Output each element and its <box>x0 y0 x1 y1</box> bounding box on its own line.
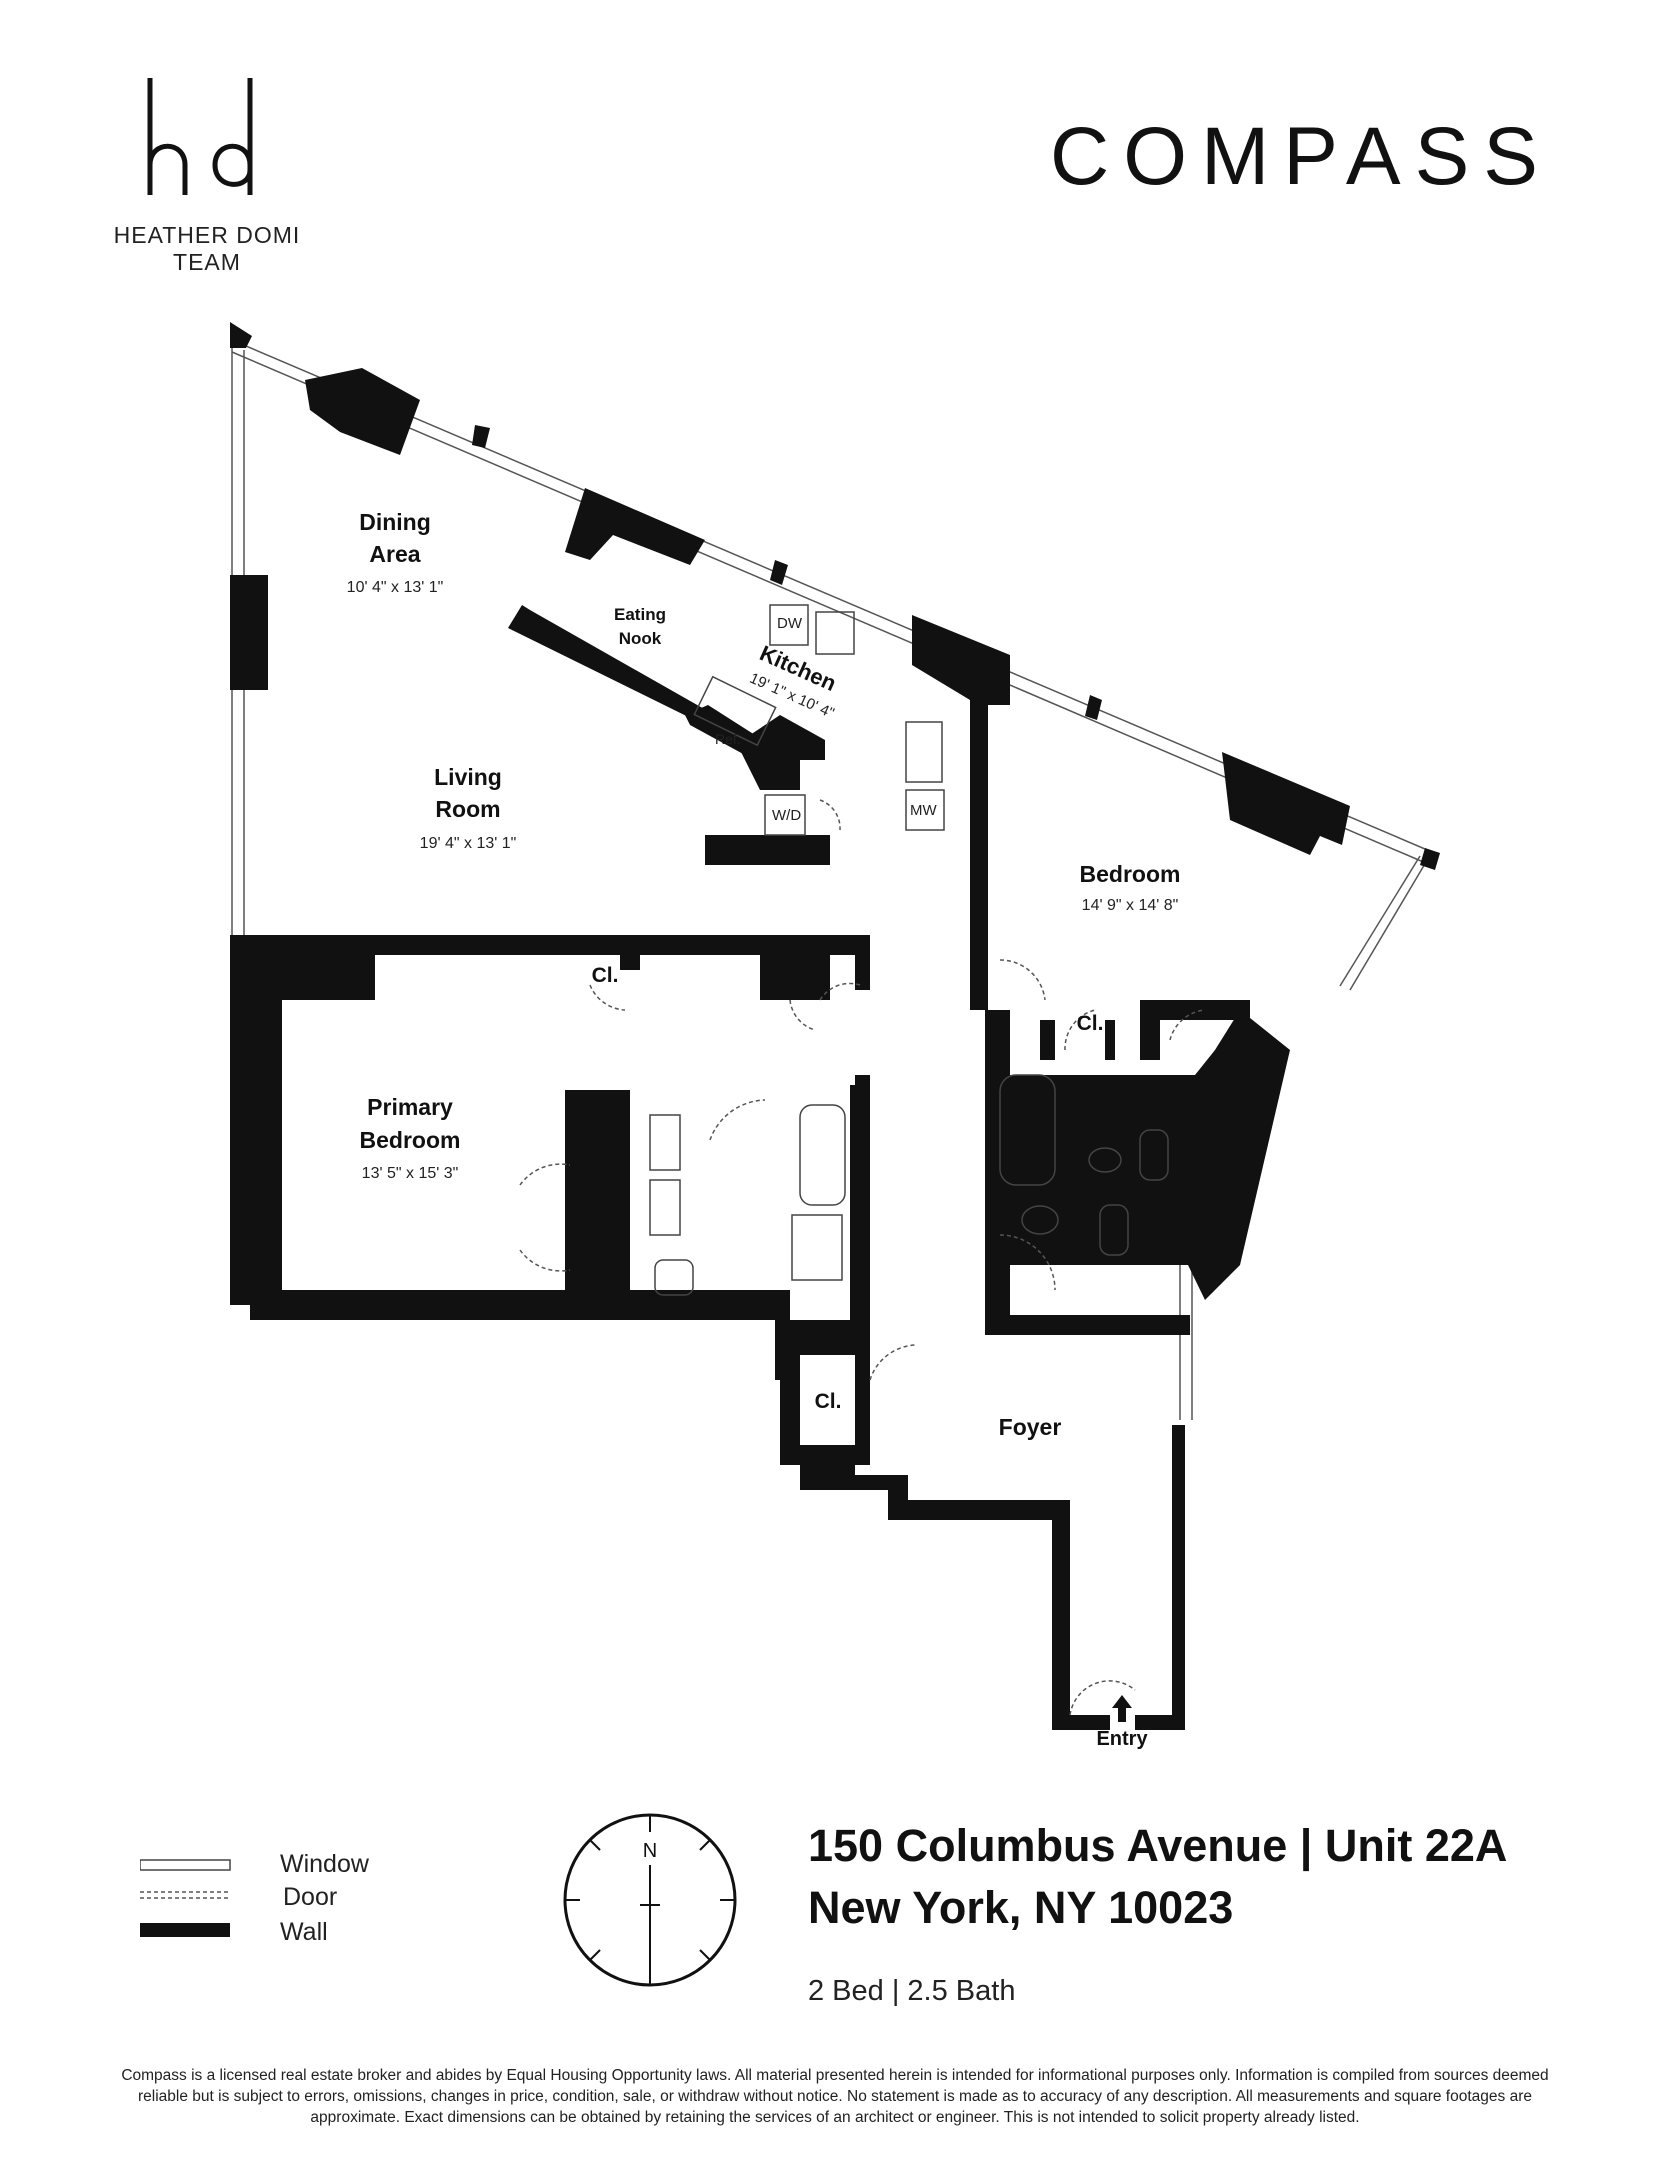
closet-label-1: Cl. <box>592 964 619 987</box>
refrigerator-label: Ref. <box>715 731 741 747</box>
dining-area-name-1: Dining <box>359 509 431 535</box>
fixtures <box>649 604 1169 1296</box>
north-label: N <box>643 1840 657 1862</box>
address-line1: 150 Columbus Avenue | Unit 22A <box>808 1820 1508 1871</box>
beds-baths: 2 Bed | 2.5 Bath <box>808 1975 1016 2007</box>
closet-label-3: Cl. <box>1077 1012 1104 1035</box>
dining-area-name-2: Area <box>369 541 420 567</box>
entry-arrow-icon <box>1112 1695 1132 1722</box>
fixture-labels: DW Ref. W/D MW <box>715 615 937 824</box>
legend-wall-label: Wall <box>280 1918 328 1946</box>
legend-wall-swatch <box>140 1923 230 1937</box>
compass-logo: COMPASS <box>1050 112 1552 202</box>
team-name: HEATHER DOMI TEAM <box>92 222 322 276</box>
bedroom-name: Bedroom <box>1080 861 1181 887</box>
legend: Window Door Wall <box>140 1850 380 1980</box>
disclaimer-text: Compass is a licensed real estate broker… <box>121 2067 1549 2126</box>
closet-label-5: Cl. <box>815 1390 842 1413</box>
washer-dryer-label: W/D <box>772 807 801 824</box>
eating-nook-name-2: Nook <box>619 629 662 648</box>
living-room-dims: 19' 4" x 13' 1" <box>420 835 517 852</box>
team-name-line1: HEATHER DOMI <box>113 222 301 248</box>
legend-window-swatch <box>140 1859 231 1871</box>
dishwasher-label: DW <box>777 615 803 632</box>
address-line2: New York, NY 10023 <box>808 1882 1234 1933</box>
primary-bedroom-name-2: Bedroom <box>360 1127 461 1153</box>
living-room-name-2: Room <box>435 796 500 822</box>
microwave-label: MW <box>910 802 937 819</box>
bedroom-dims: 14' 9" x 14' 8" <box>1082 897 1179 914</box>
room-labels: Dining Area 10' 4" x 13' 1" Eating Nook … <box>347 509 1181 1750</box>
dining-area-dims: 10' 4" x 13' 1" <box>347 579 444 596</box>
walls <box>230 322 1440 1730</box>
doors <box>519 799 1206 1716</box>
legend-window-label: Window <box>280 1850 369 1878</box>
closet-label-4: Cl. <box>587 1222 614 1245</box>
windows <box>231 339 1433 1420</box>
closet-label-2: Cl. <box>787 964 814 987</box>
eating-nook-name-1: Eating <box>614 605 666 624</box>
primary-bedroom-dims: 13' 5" x 15' 3" <box>362 1165 459 1182</box>
north-arrow-icon: N <box>563 1813 737 1987</box>
compass-logo-text: COMPASS <box>1050 112 1552 202</box>
entry-label: Entry <box>1096 1728 1148 1750</box>
foyer-name: Foyer <box>999 1414 1062 1440</box>
legend-swatches <box>140 1859 231 1937</box>
floor-plan: DW Ref. W/D MW Dining Area 10' 4" x 13' … <box>230 322 1440 1750</box>
team-monogram-logo <box>147 78 253 195</box>
primary-bedroom-name-1: Primary <box>367 1094 453 1120</box>
legend-door-label: Door <box>283 1883 338 1911</box>
living-room-name-1: Living <box>434 764 502 790</box>
team-name-line2: TEAM <box>173 249 241 275</box>
